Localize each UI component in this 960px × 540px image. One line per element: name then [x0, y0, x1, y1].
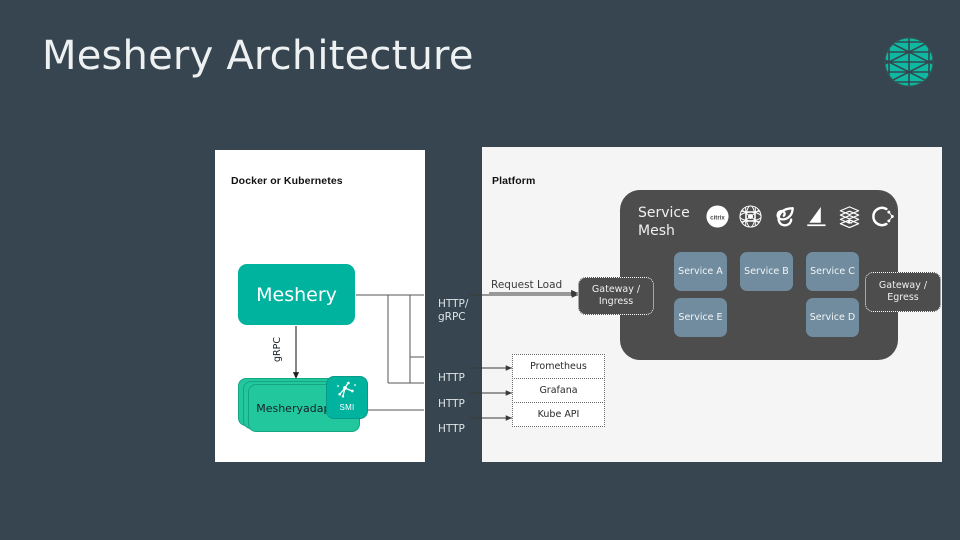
svg-text:citrix: citrix	[710, 214, 725, 221]
istio-logo	[807, 206, 826, 227]
gateway-egress-node[interactable]: Gateway / Egress	[865, 272, 941, 312]
service-node-d[interactable]: Service D	[806, 298, 859, 337]
adapters-label-line1: Meshery	[256, 401, 303, 415]
smi-badge-label: SMI	[339, 403, 355, 412]
gateway-egress-line1: Gateway /	[878, 280, 928, 291]
service-mesh-logo-row: citrix	[705, 204, 895, 229]
meshery-node[interactable]: Meshery	[238, 264, 355, 325]
meshery-adapters-group[interactable]: Meshery adapters SMI	[238, 376, 368, 432]
request-load-label: Request Load	[491, 279, 563, 291]
protocol-label-http-1: HTTP	[438, 372, 465, 384]
page-title: Meshery Architecture	[42, 33, 474, 79]
meshery-logo	[884, 37, 934, 87]
protocol-label-http-3: HTTP	[438, 423, 465, 435]
gateway-ingress-line1: Gateway /	[591, 284, 641, 295]
smi-badge[interactable]: SMI	[326, 376, 368, 419]
protocol-label-http-2: HTTP	[438, 398, 465, 410]
service-node-c[interactable]: Service C	[806, 252, 859, 291]
citrix-logo: citrix	[706, 205, 729, 228]
observability-item-prometheus[interactable]: Prometheus	[512, 354, 605, 379]
protocol-label-http-grpc: HTTP/ gRPC	[438, 298, 468, 324]
protocol-label-line2: gRPC	[438, 311, 466, 323]
linkerd-logo	[776, 207, 794, 227]
smi-mesh-icon	[337, 381, 356, 398]
platform-label: Platform	[492, 175, 536, 187]
observability-item-kube-api[interactable]: Kube API	[512, 402, 605, 427]
gateway-ingress-node[interactable]: Gateway / Ingress	[578, 277, 654, 315]
gateway-egress-line2: Egress	[887, 292, 919, 303]
protocol-label-line1: HTTP/	[438, 298, 469, 310]
service-mesh-title: Service Mesh	[638, 204, 708, 240]
service-mesh-title-line2: Mesh	[638, 223, 675, 239]
docker-kubernetes-label: Docker or Kubernetes	[231, 175, 343, 187]
observability-stack: Prometheus Grafana Kube API	[512, 354, 605, 427]
grpc-edge-label: gRPC	[272, 337, 283, 362]
meshery-logo-icon	[884, 37, 934, 87]
service-node-e[interactable]: Service E	[674, 298, 727, 337]
open-service-mesh-logo	[872, 206, 894, 227]
gateway-ingress-line2: Ingress	[598, 296, 634, 307]
service-node-a[interactable]: Service A	[674, 252, 727, 291]
service-node-b[interactable]: Service B	[740, 252, 793, 291]
service-mesh-title-line1: Service	[638, 205, 690, 221]
kuma-logo	[839, 206, 860, 229]
consul-logo	[739, 205, 762, 228]
observability-item-grafana[interactable]: Grafana	[512, 378, 605, 403]
